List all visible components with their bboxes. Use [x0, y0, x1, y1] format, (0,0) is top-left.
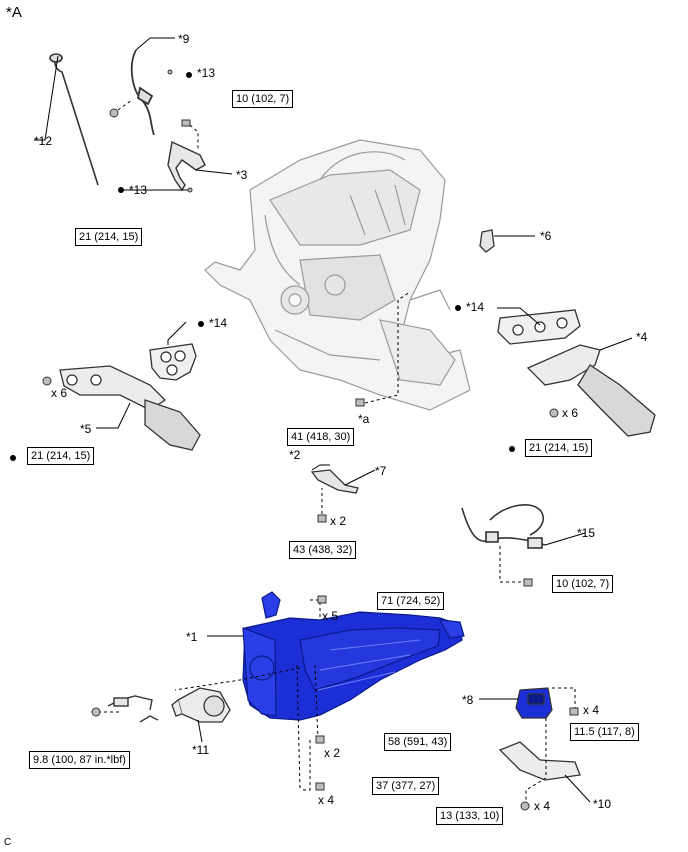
- part-label-9: *9: [178, 32, 190, 46]
- part-label-10: *10: [593, 797, 612, 811]
- water-bypass-pipe: [167, 140, 206, 192]
- leader-lines: [34, 37, 633, 803]
- torque-spec-box: 10 (102, 7): [552, 575, 614, 593]
- qty-label-5: x 5: [322, 609, 339, 623]
- fasteners: [42, 69, 579, 811]
- part-label-1: *1: [186, 630, 198, 644]
- qty-label-2a: x 2: [330, 514, 347, 528]
- marker-dot: [118, 187, 124, 193]
- transmission-assembly: [242, 591, 465, 721]
- torque-spec-box: 21 (214, 15): [525, 439, 593, 457]
- part-label-14b: *14: [466, 300, 485, 314]
- qty-label-4b: x 4: [318, 793, 335, 807]
- part-label-15: *15: [577, 526, 596, 540]
- wire-harness: [461, 504, 546, 549]
- exhaust-manifold-left: [59, 365, 201, 451]
- part-label-6: *6: [540, 229, 552, 243]
- part-label-2: *2: [289, 448, 301, 462]
- frame-crossmember: [498, 741, 581, 781]
- qty-label-6a: x 6: [51, 386, 68, 400]
- torque-spec-box: 9.8 (100, 87 in.*lbf): [29, 751, 130, 769]
- transmission-bracket: [310, 469, 359, 494]
- torque-spec-box: 13 (133, 10): [436, 807, 504, 825]
- marker-dot: [198, 321, 204, 327]
- torque-spec-box: 41 (418, 30): [287, 428, 355, 446]
- torque-spec-box: 11.5 (117, 8): [570, 723, 639, 741]
- starter-assembly: [171, 687, 231, 723]
- part-label-11: *11: [192, 743, 210, 757]
- part-label-4: *4: [636, 330, 648, 344]
- torque-spec-box: 21 (214, 15): [27, 447, 95, 465]
- qty-label-6b: x 6: [562, 406, 579, 420]
- part-label-5: *5: [80, 422, 92, 436]
- bracket: [479, 229, 495, 253]
- starter-wire: [107, 695, 159, 723]
- part-label-8: *8: [462, 693, 474, 707]
- part-label-13a: *13: [197, 66, 216, 80]
- view-label: *A: [6, 4, 22, 21]
- exhaust-manifold-gasket-right: [497, 309, 581, 345]
- engine-mount-insulator: [515, 687, 553, 719]
- part-label-13b: *13: [129, 183, 148, 197]
- marker-dot: [455, 305, 461, 311]
- torque-spec-box: 71 (724, 52): [377, 592, 445, 610]
- exhaust-manifold-right: [526, 344, 656, 437]
- dashed-guides: [98, 99, 576, 800]
- torque-spec-box: 37 (377, 27): [372, 777, 440, 795]
- part-label-14a: *14: [209, 316, 228, 330]
- corner-label: C: [4, 837, 12, 848]
- oil-level-gauge-guide: [130, 49, 155, 136]
- part-label-12: *12: [34, 134, 53, 148]
- part-label-3: *3: [236, 168, 248, 182]
- part-label-a: *a: [358, 412, 370, 426]
- qty-label-4a: x 4: [583, 703, 600, 717]
- exhaust-manifold-gasket-left: [149, 343, 197, 381]
- part-label-7: *7: [375, 464, 387, 478]
- oil-level-gauge: [49, 53, 99, 186]
- torque-spec-box: 10 (102, 7): [232, 90, 294, 108]
- torque-spec-box: 58 (591, 43): [384, 733, 452, 751]
- marker-dot: [186, 72, 192, 78]
- qty-label-2b: x 2: [324, 746, 341, 760]
- torque-spec-box: 21 (214, 15): [75, 228, 143, 246]
- engine-assembly: [204, 139, 471, 411]
- torque-spec-box: 43 (438, 32): [289, 541, 357, 559]
- qty-label-4c: x 4: [534, 799, 551, 813]
- marker-dot: [509, 446, 515, 452]
- marker-dot: [10, 455, 16, 461]
